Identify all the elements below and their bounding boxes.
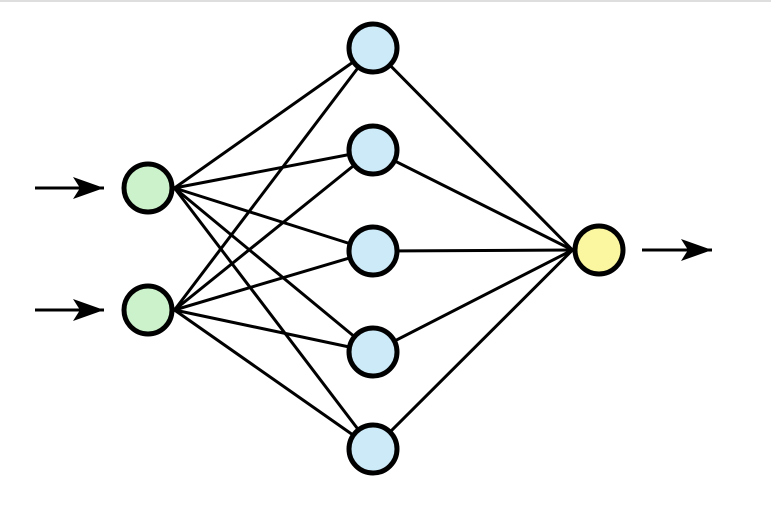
top-border-line (0, 0, 771, 2)
edge-h1-out1 (371, 46, 574, 252)
edge-in2-h3 (174, 249, 374, 312)
input-node-in2 (121, 283, 175, 337)
edge-h2-out1 (372, 148, 574, 252)
edge-in1-h4 (173, 186, 374, 354)
edge-in2-h1 (173, 47, 375, 311)
input-node-in1 (121, 161, 175, 215)
edge-h5-out1 (371, 248, 574, 451)
edge-h3-out1 (372, 248, 573, 253)
hidden-node-h5 (346, 422, 400, 476)
hidden-node-h2 (346, 123, 400, 177)
edge-h4-out1 (372, 248, 574, 354)
hidden-node-h1 (346, 21, 400, 75)
edge-in2-h2 (173, 148, 374, 312)
output-node-out1 (572, 223, 626, 277)
edge-in1-h3 (174, 186, 374, 253)
edge-in1-h5 (173, 187, 375, 450)
edge-in1-h1 (173, 46, 374, 190)
edge-in1-h2 (174, 148, 374, 190)
hidden-node-h3 (346, 224, 400, 278)
edge-in2-h5 (173, 308, 374, 451)
hidden-node-h4 (346, 325, 400, 379)
edge-in2-h4 (174, 308, 374, 354)
